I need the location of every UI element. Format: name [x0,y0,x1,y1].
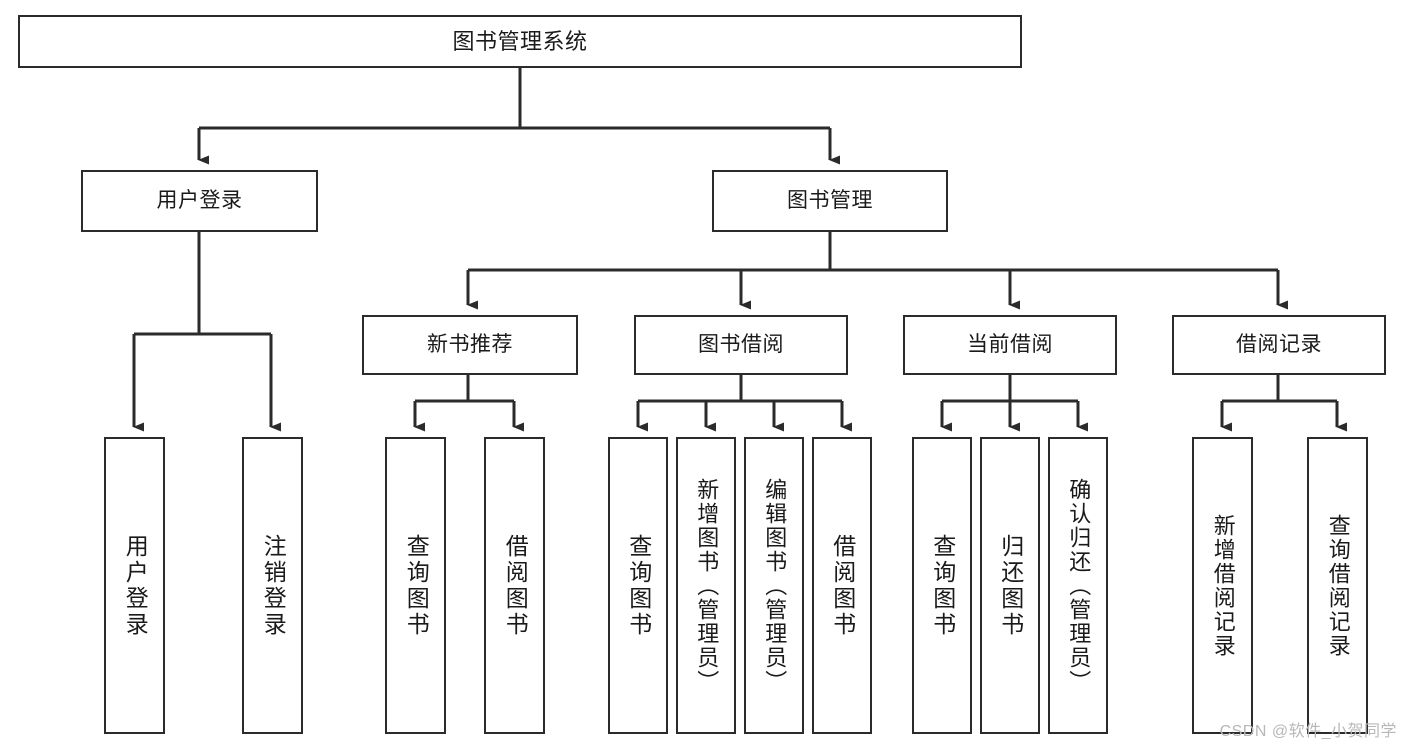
node-label: 借阅记录 [1236,332,1322,356]
node-new-book-recommend[interactable]: 新书推荐 [362,315,578,375]
node-label: 查询图书 [625,533,652,638]
node-label: 用户登录 [156,188,243,212]
node-book-borrow[interactable]: 图书借阅 [634,315,848,375]
node-label: 借阅图书 [829,533,856,638]
node-leaf-edit-book-admin[interactable]: 编辑图书（管理员） [744,437,804,734]
node-label: 归还图书 [997,533,1024,638]
node-root-book-management-system[interactable]: 图书管理系统 [18,15,1022,68]
node-label: 用户登录 [122,533,149,638]
node-label: 注销登录 [260,533,287,638]
node-label: 借阅图书 [502,533,529,638]
node-label: 图书借阅 [698,332,784,356]
node-current-borrow[interactable]: 当前借阅 [903,315,1117,375]
node-leaf-user-login[interactable]: 用户登录 [104,437,165,734]
node-leaf-borrow-query-book[interactable]: 查询图书 [608,437,668,734]
node-label: 查询借阅记录 [1325,513,1351,658]
node-label: 查询图书 [403,533,430,638]
node-leaf-return-book[interactable]: 归还图书 [980,437,1040,734]
node-label: 确认归还（管理员） [1066,477,1092,694]
node-label: 图书管理系统 [452,28,588,54]
node-leaf-current-query-book[interactable]: 查询图书 [912,437,972,734]
node-leaf-recommend-borrow-book[interactable]: 借阅图书 [484,437,545,734]
node-label: 当前借阅 [967,332,1053,356]
node-label: 新书推荐 [427,332,513,356]
node-borrow-record[interactable]: 借阅记录 [1172,315,1386,375]
node-leaf-recommend-query-book[interactable]: 查询图书 [385,437,446,734]
node-label: 编辑图书（管理员） [762,477,788,694]
node-leaf-add-book-admin[interactable]: 新增图书（管理员） [676,437,736,734]
node-label: 新增借阅记录 [1210,513,1236,658]
node-leaf-query-borrow-record[interactable]: 查询借阅记录 [1307,437,1368,734]
watermark-text: CSDN @软件_小贺同学 [1219,723,1397,740]
node-label: 图书管理 [787,188,873,212]
node-label: 查询图书 [929,533,956,638]
node-leaf-confirm-return-admin[interactable]: 确认归还（管理员） [1048,437,1108,734]
node-leaf-logout[interactable]: 注销登录 [242,437,303,734]
node-leaf-add-borrow-record[interactable]: 新增借阅记录 [1192,437,1253,734]
node-book-management[interactable]: 图书管理 [712,170,948,232]
node-leaf-borrow-book[interactable]: 借阅图书 [812,437,872,734]
node-user-login[interactable]: 用户登录 [81,170,318,232]
node-label: 新增图书（管理员） [694,477,720,694]
